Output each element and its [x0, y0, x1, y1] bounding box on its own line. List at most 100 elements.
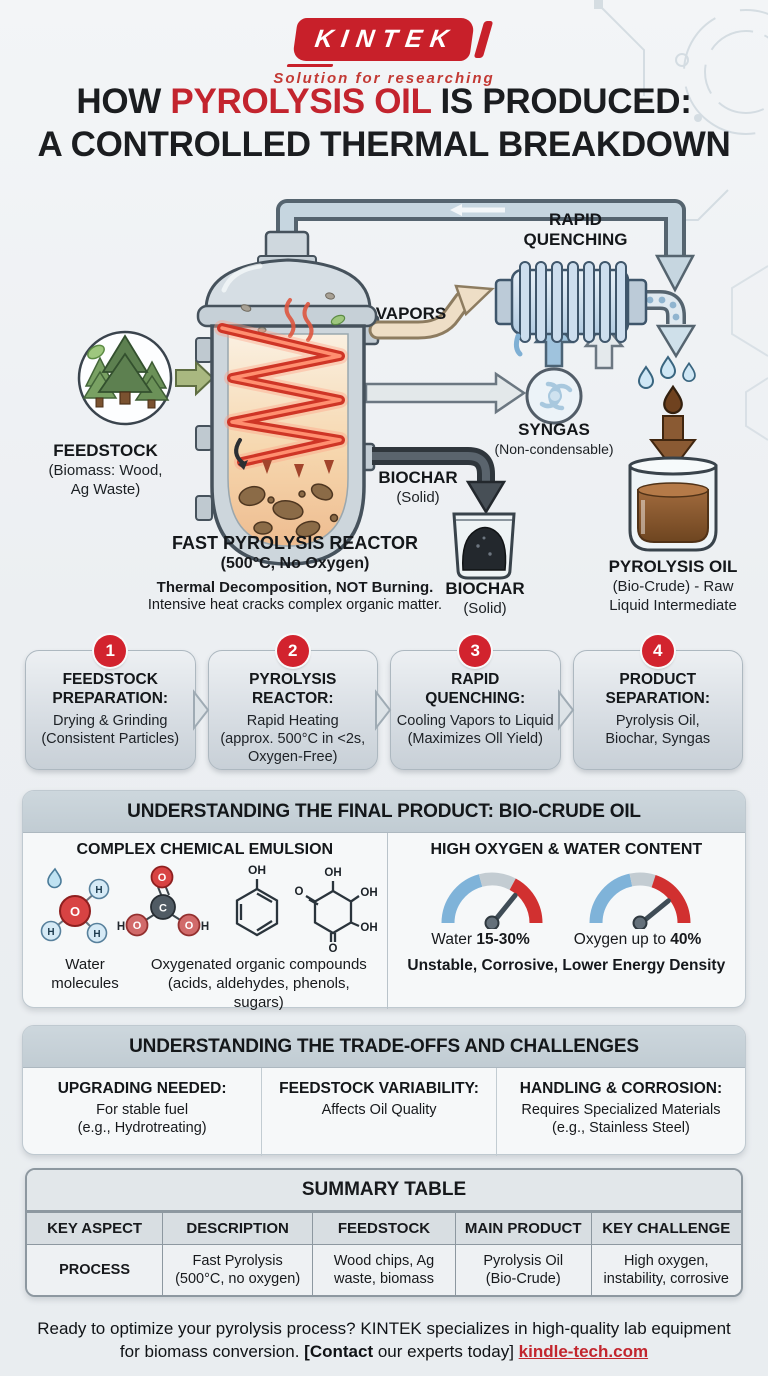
svg-text:H: H	[117, 921, 125, 933]
water-gauge-icon	[441, 872, 543, 929]
heating-coil-icon	[214, 320, 348, 470]
feedstock-icon	[77, 330, 173, 426]
oil-arrow-icon	[648, 415, 698, 471]
logo-underline	[287, 64, 334, 67]
step-4-body: Pyrolysis Oil, Biochar, Syngas	[605, 713, 711, 747]
step-1-feedstock-preparation: 1 FEEDSTOCK PREPARATION: Drying & Grindi…	[25, 635, 196, 770]
reactor-caption: FAST PYROLYSIS REACTOR (500°C, No Oxygen…	[110, 533, 480, 613]
svg-text:O: O	[185, 920, 194, 932]
condenser-icon	[494, 261, 648, 357]
table-header-row: KEY ASPECT DESCRIPTION FEEDSTOCK MAIN PR…	[27, 1212, 741, 1245]
tradeoff-corrosion: HANDLING & CORROSION: Requires Specializ…	[495, 1068, 745, 1156]
table-header-description: DESCRIPTION	[162, 1212, 314, 1245]
molecules-icon: O H H H O	[40, 863, 377, 953]
logo-tagline: Solution for researching	[273, 70, 495, 87]
phenol-molecule-icon	[235, 879, 278, 937]
step-2-title: PYROLYSIS REACTOR:	[249, 671, 337, 707]
reactor-note-bold: Thermal Decomposition, NOT Burning.	[156, 579, 434, 596]
feedstock-label: FEEDSTOCK (Biomass: Wood, Ag Waste)	[18, 441, 193, 499]
feed-arrow-icon	[175, 359, 215, 397]
organic-caption: Oxygenated organic compounds (acids, ald…	[150, 956, 367, 1011]
title-line2: A CONTROLLED THERMAL BREAKDOWN	[37, 125, 731, 164]
step-2-body: Rapid Heating (approx. 500°C in <2s, Oxy…	[220, 713, 366, 765]
svg-text:O: O	[133, 920, 142, 932]
summary-table: SUMMARY TABLE KEY ASPECT DESCRIPTION FEE…	[25, 1168, 743, 1297]
circuit-decoration	[594, 0, 768, 221]
reactor-icon	[195, 230, 378, 566]
summary-table-title: SUMMARY TABLE	[27, 1170, 741, 1212]
step-arrow-icon	[558, 689, 575, 731]
svg-text:H: H	[95, 885, 102, 896]
final-product-panel: UNDERSTANDING THE FINAL PRODUCT: BIO-CRU…	[22, 790, 746, 1012]
step-3-number: 3	[459, 635, 492, 667]
reactor-title: FAST PYROLYSIS REACTOR	[171, 533, 419, 553]
process-diagram	[77, 199, 718, 580]
step-1-number: 1	[94, 635, 127, 667]
feedstock-title: FEEDSTOCK	[53, 441, 158, 460]
syngas-icon	[525, 367, 583, 425]
svg-text:H: H	[47, 927, 54, 938]
biochar-flow-label: BIOCHAR (Solid)	[378, 468, 458, 506]
cell-description: Fast Pyrolysis (500°C, no oxygen)	[162, 1244, 314, 1295]
logo-slash-icon	[473, 21, 493, 58]
biochar-output-label: BIOCHAR (Solid)	[445, 579, 525, 617]
svg-text:OH: OH	[360, 922, 377, 934]
page-title: HOW PYROLYSIS OIL IS PRODUCED: A CONTROL…	[0, 80, 768, 166]
biochar-beaker-icon	[452, 512, 516, 580]
oxygen-gauge-caption: Oxygen up to 40%	[573, 931, 702, 948]
feedstock-sub: (Biomass: Wood, Ag Waste)	[48, 462, 163, 498]
syngas-arrow-icon	[364, 371, 527, 415]
final-product-header: UNDERSTANDING THE FINAL PRODUCT: BIO-CRU…	[23, 791, 745, 833]
syngas-label: SYNGAS (Non-condensable)	[494, 420, 614, 457]
svg-text:C: C	[159, 903, 167, 915]
title-pre: HOW	[76, 82, 171, 121]
vapors-label: VAPORS	[375, 304, 447, 323]
hexagon-decoration	[731, 265, 768, 441]
oxygen-water-column: HIGH OXYGEN & WATER CONTENT	[388, 833, 745, 1009]
tradeoffs-panel: UNDERSTANDING THE TRADE-OFFS AND CHALLEN…	[22, 1025, 746, 1156]
step-3-title: RAPID QUENCHING:	[425, 671, 526, 707]
water-gauge-caption: Water 15-30%	[431, 931, 530, 948]
svg-text:O: O	[70, 904, 80, 919]
molecule-captions: Water molecules Oxygenated organic compo…	[23, 955, 387, 1012]
heat-squiggles-icon	[284, 298, 314, 342]
biomass-particles	[238, 483, 339, 538]
website-link[interactable]: kindle-tech.com	[518, 1342, 649, 1361]
step-arrow-icon	[375, 689, 392, 731]
chemical-emulsion-column: COMPLEX CHEMICAL EMULSION O H H	[23, 833, 388, 1012]
reactor-note: Intensive heat cracks complex organic ma…	[147, 597, 443, 613]
step-4-title: PRODUCT SEPARATION:	[605, 671, 710, 707]
flow-direction-arrow-icon	[450, 204, 505, 216]
oil-properties-note: Unstable, Corrosive, Lower Energy Densit…	[407, 957, 726, 974]
sugar-molecule-icon	[305, 881, 360, 942]
tradeoff-variability: FEEDSTOCK VARIABILITY: Affects Oil Quali…	[261, 1068, 496, 1156]
title-highlight: PYROLYSIS OIL	[170, 82, 432, 121]
svg-text:H: H	[201, 921, 209, 933]
step-2-pyrolysis-reactor: 2 PYROLYSIS REACTOR: Rapid Heating (appr…	[207, 635, 378, 770]
acid-molecule-icon: O C O O H H	[117, 865, 209, 937]
step-4-number: 4	[641, 635, 674, 667]
reactor-subtitle: (500°C, No Oxygen)	[220, 555, 370, 572]
footer-line2-mid: our experts today]	[373, 1342, 519, 1361]
footer-line2-pre: for biomass conversion.	[119, 1342, 305, 1361]
svg-text:O: O	[328, 943, 337, 953]
footer-cta: Ready to optimize your pyrolysis process…	[0, 1317, 768, 1363]
step-4-product-separation: 4 PRODUCT SEPARATION: Pyrolysis Oil, Bio…	[572, 635, 743, 770]
svg-text:H: H	[93, 929, 100, 940]
rapid-quenching-label: RAPID QUENCHING	[523, 210, 628, 249]
tradeoffs-header: UNDERSTANDING THE TRADE-OFFS AND CHALLEN…	[23, 1026, 745, 1068]
droplets-icon	[637, 355, 696, 415]
tradeoff-upgrading: UPGRADING NEEDED: For stable fuel (e.g.,…	[57, 1080, 227, 1136]
water-caption: Water molecules	[51, 956, 119, 992]
svg-text:OH: OH	[248, 863, 266, 877]
table-header-key-challenge: KEY CHALLENGE	[590, 1212, 741, 1245]
footer-contact-bold: [Contact	[304, 1342, 374, 1361]
water-molecule-icon: O H H H	[40, 867, 110, 944]
pyrolysis-oil-label: PYROLYSIS OIL (Bio-Crude) - Raw Liquid I…	[608, 557, 738, 614]
svg-text:O: O	[158, 872, 167, 884]
cell-key-challenge: High oxygen, instability, corrosive	[590, 1244, 741, 1295]
cell-feedstock: Wood chips, Ag waste, biomass	[312, 1244, 456, 1295]
svg-text:OH: OH	[324, 867, 341, 879]
oxygen-gauge-icon	[589, 872, 691, 929]
